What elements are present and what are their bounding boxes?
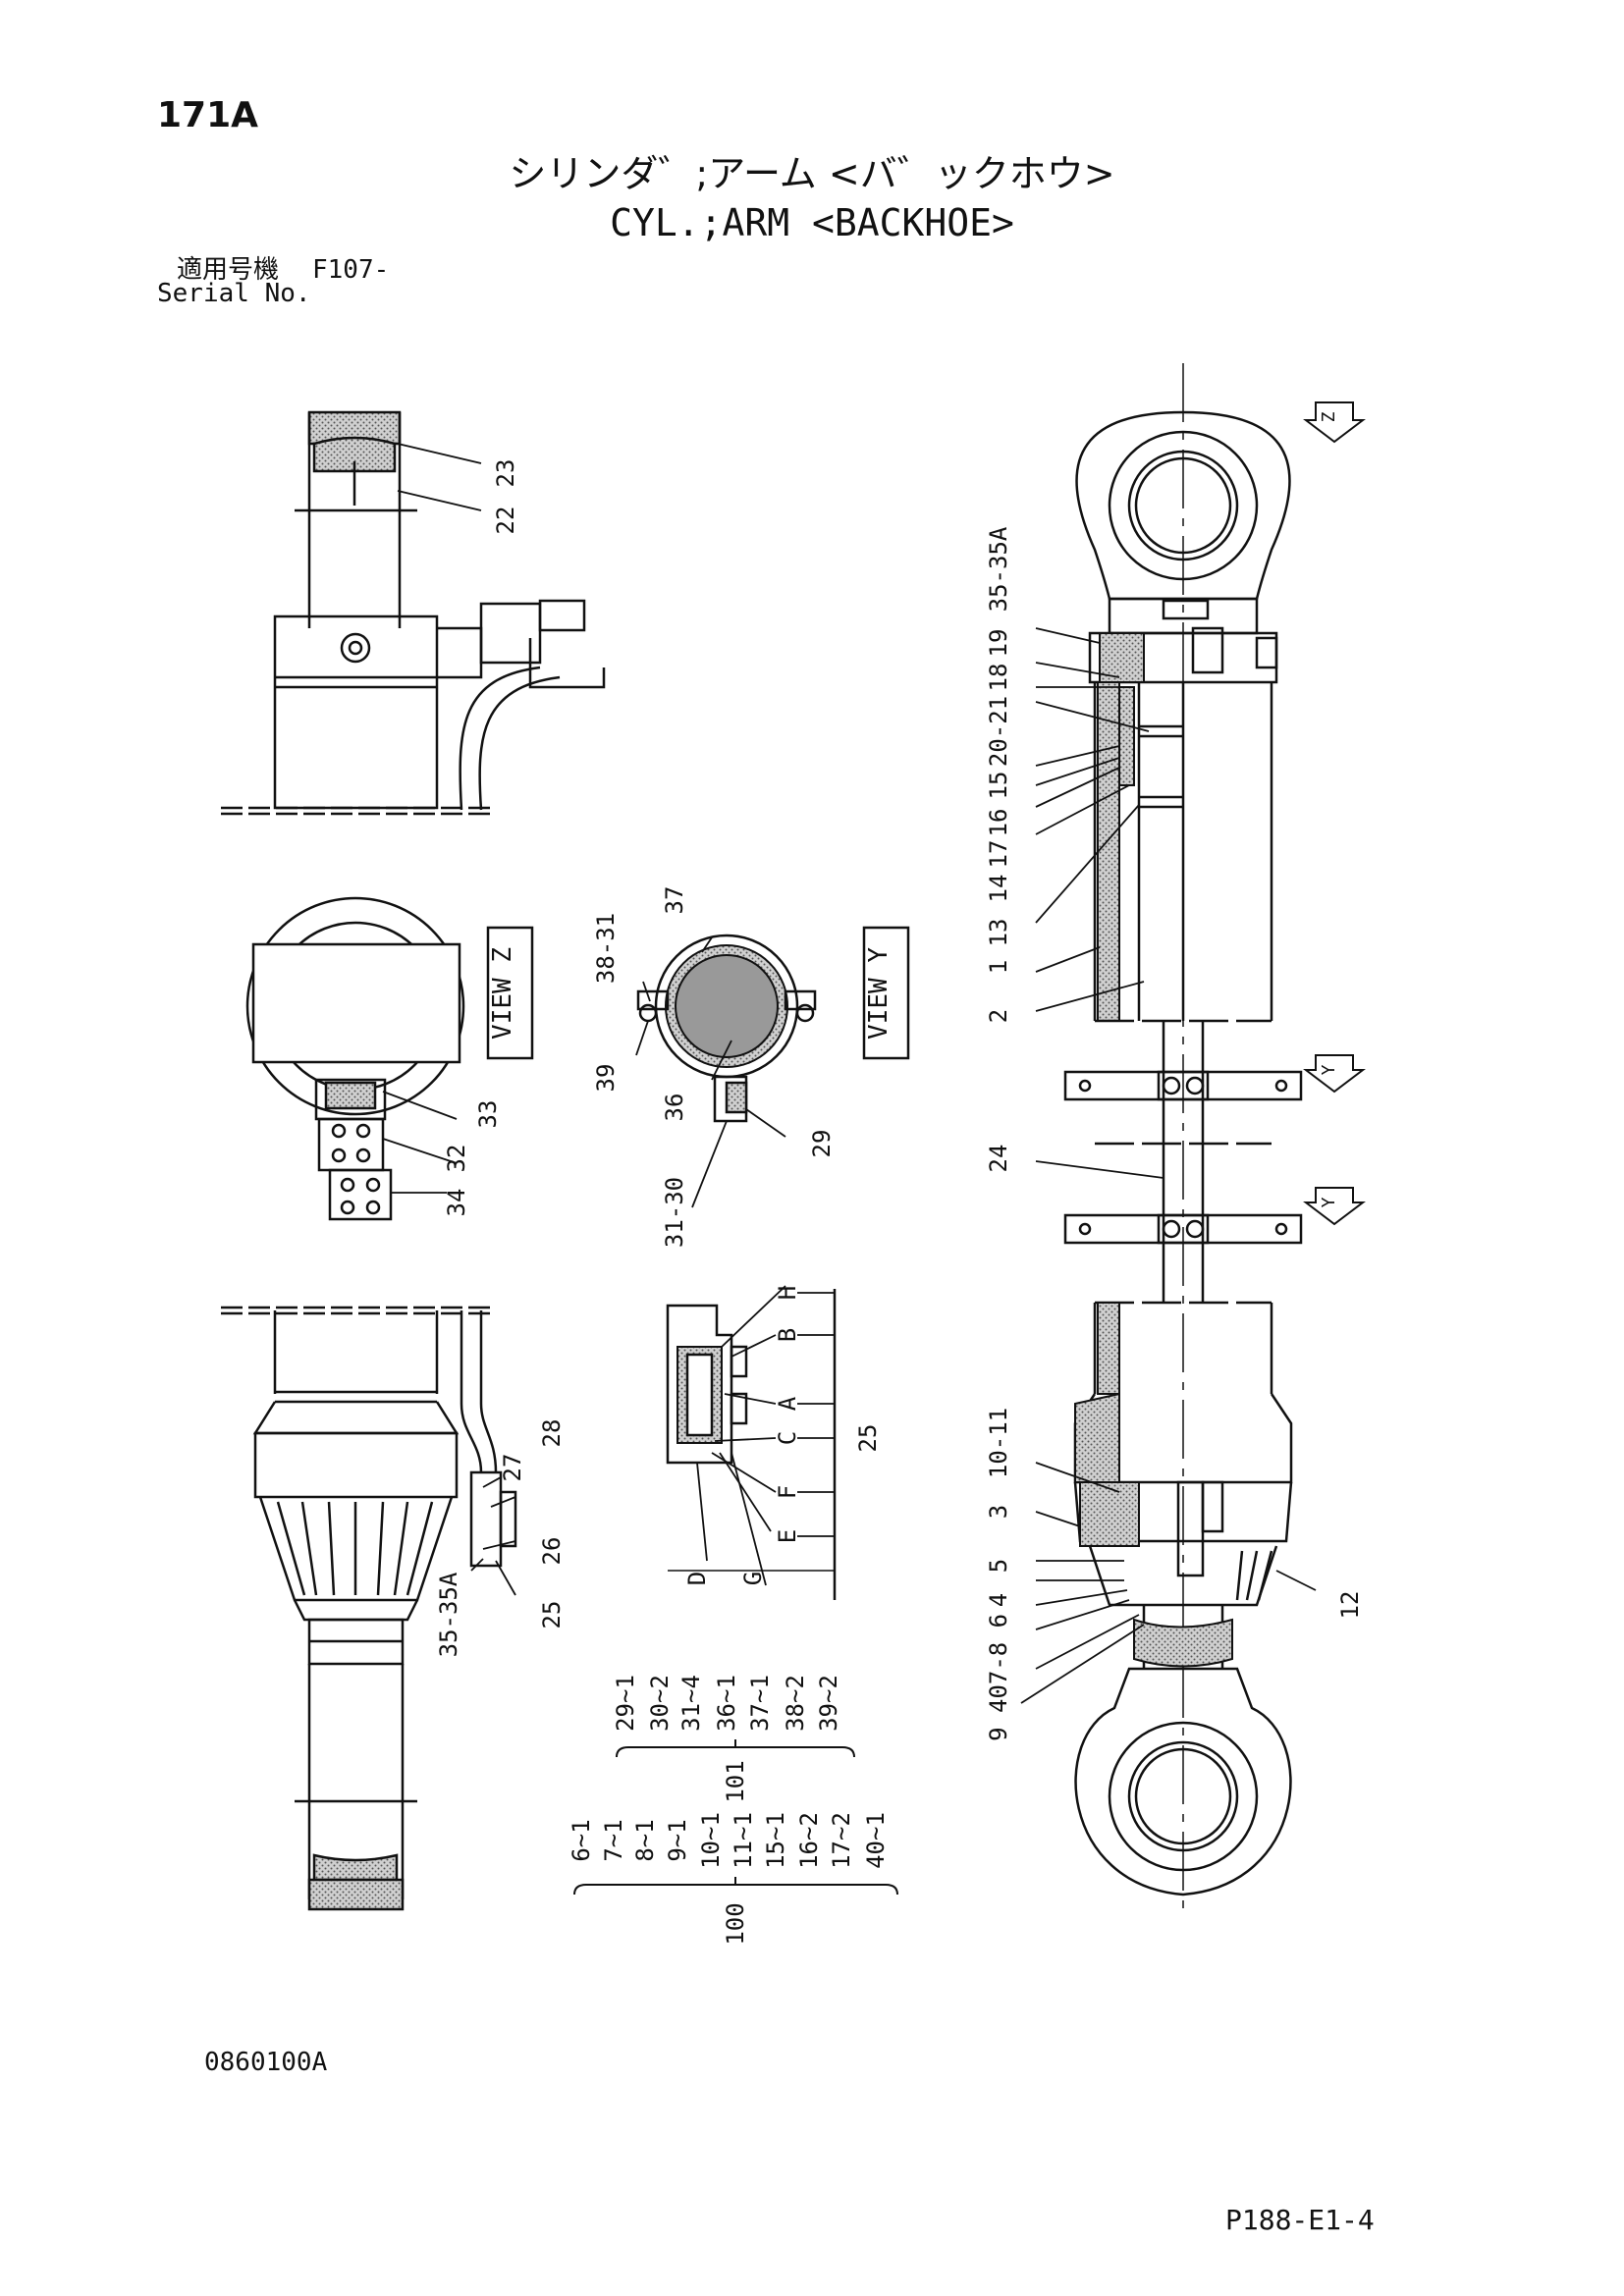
callout-37: 37: [661, 886, 688, 915]
callout-D: D: [683, 1572, 711, 1585]
callout-24: 24: [985, 1145, 1012, 1173]
callout-27: 27: [499, 1454, 526, 1482]
callout-12: 12: [1336, 1591, 1364, 1620]
callout-39: 39: [592, 1064, 620, 1093]
kit-100-item-4: 9~1: [664, 1819, 691, 1861]
kit-100-item-1: 6~1: [568, 1819, 595, 1861]
title-japanese: シリンダ゛;アーム <バ゛ックホウ>: [509, 152, 1115, 195]
callout-28: 28: [538, 1419, 566, 1448]
kit-100-item-6: 11~1: [730, 1812, 757, 1869]
callout-4: 4: [985, 1593, 1012, 1607]
kit-101-item-4: 36~1: [713, 1675, 740, 1732]
view-z-label: VIEW Z: [488, 947, 517, 1040]
callout-A: A: [774, 1396, 801, 1411]
callout-20-21: 20-21: [985, 696, 1012, 767]
callout-7-8-6: 7-8 6: [985, 1614, 1012, 1684]
head-end-view: [221, 1306, 517, 1911]
leader-lines: [382, 443, 1317, 1704]
callout-E: E: [774, 1529, 801, 1543]
callout-25-port: 25: [538, 1601, 566, 1629]
callout-33: 33: [474, 1100, 502, 1129]
callout-31-30: 31-30: [661, 1177, 688, 1248]
view-y-drawing: [636, 934, 817, 1123]
page-number: 171A: [157, 95, 259, 135]
drawing-code: 0860100A: [204, 2048, 328, 2077]
callout-35-35a-bottom: 35-35A: [435, 1572, 462, 1657]
serial-label-english: Serial No.: [157, 279, 311, 308]
kit-100-item-2: 7~1: [600, 1819, 627, 1861]
kit-100-item-3: 8~1: [631, 1819, 659, 1861]
callout-1: 1: [985, 960, 1012, 974]
kit-101-item-1: 29~1: [612, 1675, 639, 1732]
callout-2: 2: [985, 1009, 1012, 1023]
callout-32: 32: [443, 1145, 470, 1173]
callout-26: 26: [538, 1537, 566, 1566]
callout-23: 23: [492, 459, 519, 488]
callout-B: B: [774, 1328, 801, 1342]
direction-z-letter: Z: [1319, 411, 1339, 422]
kit-100-item-7: 15~1: [762, 1812, 789, 1869]
view-y-label: VIEW Y: [864, 947, 893, 1040]
callout-C: C: [774, 1431, 801, 1445]
view-y-label-box: [862, 926, 910, 1060]
catalog-reference: P188-E1-4: [1225, 2204, 1375, 2236]
kit-101-item-2: 30~2: [646, 1675, 674, 1732]
callout-13: 13: [985, 919, 1012, 947]
callout-9-40: 9 40: [985, 1684, 1012, 1741]
kit-100-item-8: 16~2: [795, 1812, 823, 1869]
callout-F: F: [774, 1485, 801, 1499]
callout-G: G: [739, 1572, 767, 1585]
callout-15: 15: [985, 772, 1012, 800]
kit-100-label: 100: [722, 1902, 749, 1945]
callout-16: 16: [985, 809, 1012, 837]
brace-kit-100: [573, 1877, 898, 1896]
cylinder-assembly: [1063, 363, 1303, 1914]
kit-100-item-10: 40~1: [862, 1812, 890, 1869]
callout-36: 36: [661, 1094, 688, 1122]
title-english: CYL.;ARM <BACKHOE>: [610, 201, 1014, 244]
callout-38-31: 38-31: [592, 913, 620, 984]
block-detail: [666, 1289, 837, 1600]
callout-14: 14: [985, 875, 1012, 903]
callout-29: 29: [808, 1130, 836, 1158]
callout-17: 17: [985, 840, 1012, 869]
kit-100-item-5: 10~1: [697, 1812, 725, 1869]
callout-18: 18: [985, 664, 1012, 692]
serial-value: F107-: [312, 255, 390, 285]
brace-kit-101: [616, 1739, 855, 1758]
view-z-label-box: [486, 926, 534, 1060]
view-z-drawing: [245, 896, 465, 1221]
kit-101-item-5: 37~1: [746, 1675, 774, 1732]
direction-y-letter-2: Y: [1319, 1197, 1339, 1207]
rod-end-top-view: [221, 410, 606, 816]
callout-35-35a-top: 35-35A: [985, 526, 1012, 612]
serial-label-japanese: 適用号機: [177, 255, 280, 285]
kit-101-item-7: 39~2: [815, 1675, 842, 1732]
callout-10-11: 10-11: [985, 1408, 1012, 1478]
callout-34: 34: [443, 1189, 470, 1217]
kit-101-item-6: 38~2: [782, 1675, 809, 1732]
callout-3: 3: [985, 1505, 1012, 1519]
kit-101-label: 101: [722, 1760, 749, 1802]
callout-H: H: [774, 1286, 801, 1300]
callout-19: 19: [985, 629, 1012, 658]
callout-25-block: 25: [854, 1424, 882, 1453]
kit-101-item-3: 31~4: [677, 1675, 705, 1732]
direction-markers: [1303, 401, 1366, 1226]
callout-5: 5: [985, 1559, 1012, 1573]
callout-22: 22: [492, 507, 519, 535]
kit-100-item-9: 17~2: [828, 1812, 855, 1869]
direction-y-letter-1: Y: [1319, 1064, 1339, 1075]
